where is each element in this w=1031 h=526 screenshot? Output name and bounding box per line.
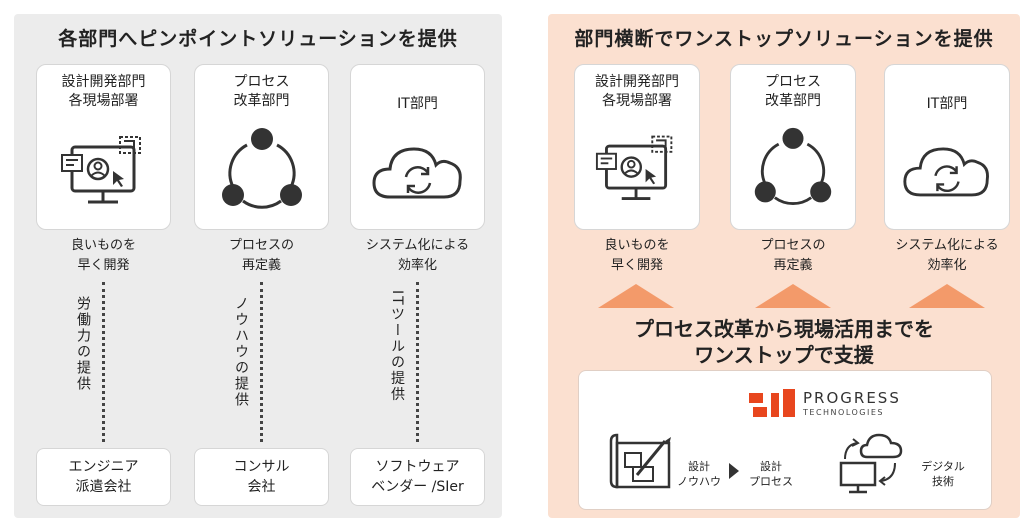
flow-label: 設計 ノウハウ: [677, 460, 721, 488]
right-panel: 部門横断でワンストップソリューションを提供 設計開発部門 各現場部署 プロセス …: [548, 14, 1020, 518]
card-design-dept: 設計開発部門 各現場部署: [36, 64, 171, 230]
arrow-right-icon: [729, 463, 739, 479]
progress-logo-name: PROGRESS: [803, 389, 901, 407]
provider-box: ソフトウェア ベンダー /SIer: [350, 448, 485, 506]
progress-box: PROGRESS TECHNOLOGIES 設計 ノウハウ 設計 プロセス: [578, 370, 992, 510]
caption: システム化による 効率化: [895, 238, 999, 273]
caption: 良いものを 早く開発: [604, 238, 670, 273]
card-label: IT部門: [397, 96, 438, 112]
blueprint-icon: [607, 433, 677, 493]
left-panel: 各部門へピンポイントソリューションを提供 設計開発部門 各現場部署 プロセス 改…: [14, 14, 502, 518]
dotted-connector: [260, 282, 263, 442]
progress-logo-mark: [749, 389, 795, 419]
cloud-sync-icon: [901, 137, 993, 209]
right-panel-title: 部門横断でワンストップソリューションを提供: [574, 28, 994, 50]
card-design-dept: 設計開発部門 各現場部署: [574, 64, 700, 230]
caption: システム化による 効率化: [365, 238, 470, 273]
card-label: 設計開発部門 各現場部署: [595, 74, 679, 109]
cloud-sync-icon: [370, 137, 466, 211]
card-it-dept: IT部門: [884, 64, 1010, 230]
card-process-dept: プロセス 改革部門: [194, 64, 329, 230]
caption: プロセスの 再定義: [228, 238, 294, 273]
support-statement: プロセス改革から現場活用までを ワンストップで支援: [634, 317, 934, 367]
caption: プロセスの 再定義: [760, 238, 826, 273]
monitor-icon: [58, 127, 150, 219]
provider-box: コンサル 会社: [194, 448, 329, 506]
flow-label: 設計 プロセス: [749, 460, 793, 488]
card-label: 設計開発部門 各現場部署: [61, 74, 146, 109]
caption: 良いものを 早く開発: [70, 238, 136, 273]
card-label: IT部門: [926, 96, 968, 112]
monitor-icon: [593, 127, 681, 215]
up-triangle: [755, 284, 831, 308]
support-label: ノウハウの提供: [233, 296, 249, 408]
flow-label: デジタル 技術: [921, 460, 965, 488]
dotted-connector: [102, 282, 105, 442]
support-label: 労働力の提供: [75, 296, 91, 392]
computer-cloud-icon: [831, 431, 911, 495]
support-label: ITツールの提供: [389, 290, 405, 403]
progress-logo-sub: TECHNOLOGIES: [803, 408, 884, 417]
dotted-connector: [416, 282, 419, 442]
left-panel-title: 各部門へピンポイントソリューションを提供: [58, 28, 458, 50]
card-it-dept: IT部門: [350, 64, 485, 230]
cycle-icon: [217, 125, 307, 219]
card-process-dept: プロセス 改革部門: [730, 64, 856, 230]
card-label: プロセス 改革部門: [765, 74, 821, 109]
up-triangle: [598, 284, 674, 308]
provider-box: エンジニア 派遣会社: [36, 448, 171, 506]
cycle-icon: [750, 125, 836, 215]
card-label: プロセス 改革部門: [233, 74, 290, 109]
up-triangle: [909, 284, 985, 308]
